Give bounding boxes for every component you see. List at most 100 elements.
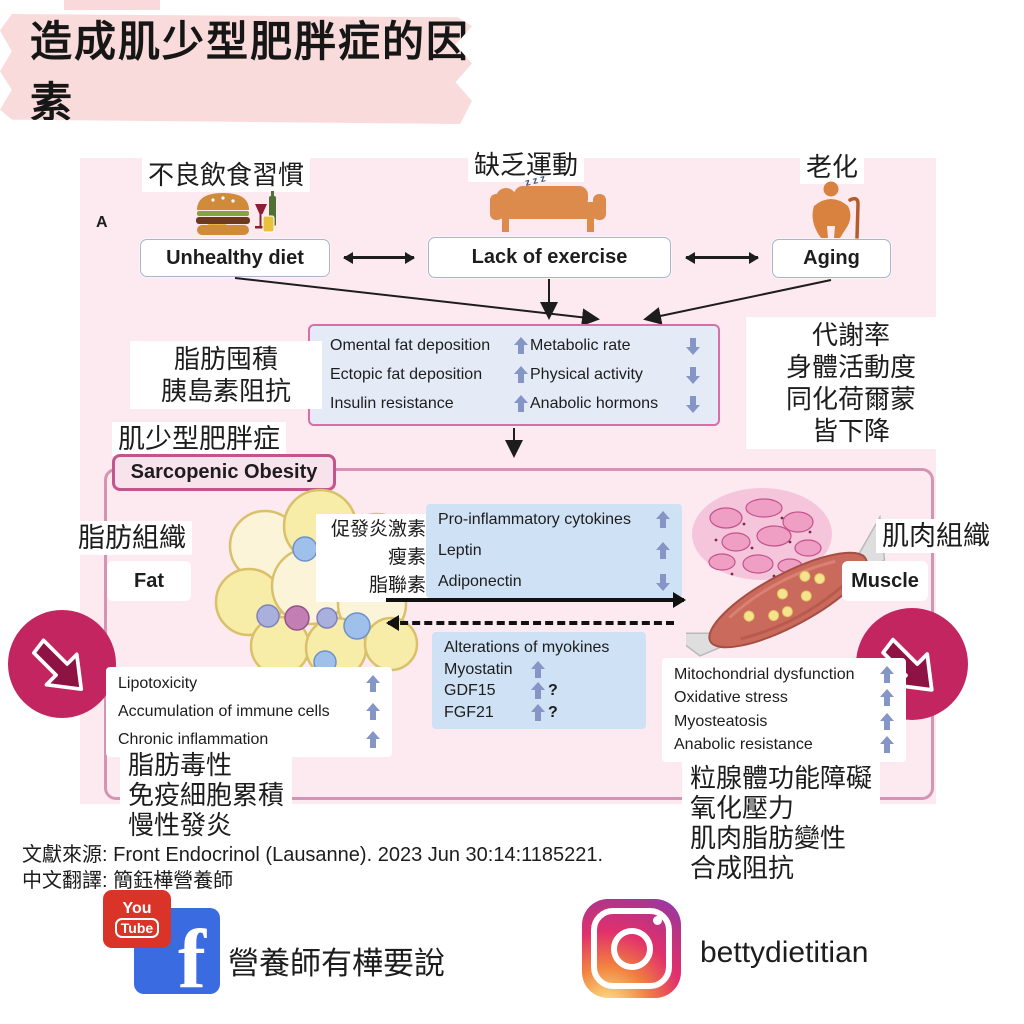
item-label: Leptin xyxy=(438,542,482,559)
trend-up-icon xyxy=(530,704,545,722)
trend-up-icon xyxy=(365,703,380,721)
note-line: 脂聯素 xyxy=(368,575,426,596)
instagram-icon[interactable] xyxy=(582,899,681,998)
fat-zh-label: 脂肪組織 xyxy=(72,521,192,555)
list-item: Omental fat deposition xyxy=(330,337,528,355)
muscle-illustration xyxy=(686,488,886,657)
item-label: Accumulation of immune cells xyxy=(118,703,330,720)
muscle-box: Muscle xyxy=(842,561,928,601)
panel-letter: A xyxy=(96,214,108,231)
trend-down-icon xyxy=(685,337,700,355)
youtube-icon[interactable]: You Tube xyxy=(103,890,171,948)
muscle-effects-zh: 粒腺體功能障礙 氧化壓力 肌肉脂肪變性 合成阻抗 xyxy=(682,761,881,885)
fat-box: Fat xyxy=(107,561,191,601)
sarcopenic-obesity-tag: Sarcopenic Obesity xyxy=(112,454,336,491)
trend-up-icon xyxy=(655,511,670,529)
note-line: 氧化壓力 xyxy=(690,793,795,823)
fat-effects-zh: 脂肪毒性 免疫細胞累積 慢性發炎 xyxy=(120,748,293,842)
aging-box: Aging xyxy=(772,239,891,278)
trend-up-icon xyxy=(365,675,380,693)
diet-zh-label: 不良飲食習慣 xyxy=(142,158,311,192)
item-label: Adiponectin xyxy=(438,573,522,590)
muscle-to-fat-dashed-arrow xyxy=(386,615,674,631)
myokines-title-row: Alterations of myokines xyxy=(444,639,634,657)
youtube-wordmark-bottom: Tube xyxy=(114,918,160,938)
note-line: 合成阻抗 xyxy=(690,853,795,883)
note-line: 同化荷爾蒙 xyxy=(785,384,916,414)
item-label: Chronic inflammation xyxy=(118,731,269,748)
list-item: Anabolic hormons xyxy=(530,395,700,413)
note-line: 慢性發炎 xyxy=(128,810,233,840)
translator-credit: 中文翻譯: 簡鈺樺營養師 xyxy=(22,870,234,892)
aging-label: Aging xyxy=(803,247,860,269)
note-line: 促發炎激素 xyxy=(330,519,426,540)
note-line: 肌肉脂肪變性 xyxy=(690,823,847,853)
uncertainty-mark: ? xyxy=(548,682,558,700)
adipokines-box: Pro-inflammatory cytokines Leptin Adipon… xyxy=(426,504,682,598)
list-item: Chronic inflammation xyxy=(118,731,380,749)
instagram-flash-dot xyxy=(653,916,662,925)
trend-down-icon xyxy=(685,395,700,413)
central-left-column: Omental fat deposition Ectopic fat depos… xyxy=(330,337,528,413)
item-label: Pro-inflammatory cytokines xyxy=(438,511,631,528)
note-line: 代謝率 xyxy=(811,320,890,350)
left-note: 脂肪囤積 胰島素阻抗 xyxy=(130,341,322,409)
magenta-arrow-badge-icon xyxy=(8,610,116,718)
list-item: Mitochondrial dysfunction xyxy=(674,666,894,684)
trend-up-icon xyxy=(879,736,894,754)
trend-up-icon xyxy=(879,689,894,707)
note-line: 身體活動度 xyxy=(785,352,916,382)
list-item: Myosteatosis xyxy=(674,713,894,731)
trend-down-icon xyxy=(685,366,700,384)
note-line: 免疫細胞累積 xyxy=(128,780,285,810)
item-label: Metabolic rate xyxy=(530,337,631,354)
adipokines-zh-label: 促發炎激素 瘦素 脂聯素 xyxy=(316,514,432,602)
list-item: Anabolic resistance xyxy=(674,736,894,754)
unhealthy-diet-box: Unhealthy diet xyxy=(140,239,330,277)
instagram-lens xyxy=(610,927,653,970)
elderly-cane-icon xyxy=(812,181,860,240)
list-item: Accumulation of immune cells xyxy=(118,703,380,721)
item-label: Myosteatosis xyxy=(674,712,768,730)
double-arrow-icon xyxy=(686,256,758,259)
tape-fragment xyxy=(64,0,160,10)
muscle-zh-label: 肌肉組織 xyxy=(876,519,996,553)
facebook-f-glyph: f xyxy=(178,913,206,994)
fat-to-muscle-arrow xyxy=(386,598,684,602)
item-label: Myostatin xyxy=(444,660,513,678)
fat-effects-box: Lipotoxicity Accumulation of immune cell… xyxy=(106,667,392,757)
note-line: 脂肪囤積 xyxy=(173,344,278,374)
trend-up-icon xyxy=(655,542,670,560)
trend-up-icon xyxy=(530,661,545,679)
muscle-label: Muscle xyxy=(851,569,919,592)
muscle-effects-box: Mitochondrial dysfunction Oxidative stre… xyxy=(662,658,906,762)
list-item: Leptin xyxy=(438,542,670,560)
item-label: Physical activity xyxy=(530,366,643,383)
item-label: Oxidative stress xyxy=(674,689,788,707)
note-line: 粒腺體功能障礙 xyxy=(690,763,873,793)
source-citation: 文獻來源: Front Endocrinol (Lausanne). 2023 … xyxy=(22,844,604,866)
list-item: Adiponectin xyxy=(438,573,670,591)
item-label: Anabolic hormons xyxy=(530,395,659,412)
list-item: Physical activity xyxy=(530,366,700,384)
sarcopenic-zh-label: 肌少型肥胖症 xyxy=(112,422,286,456)
list-item: Lipotoxicity xyxy=(118,675,380,693)
item-label: Ectopic fat deposition xyxy=(330,366,483,383)
trend-up-icon xyxy=(879,666,894,684)
item-label: Insulin resistance xyxy=(330,395,454,412)
instagram-handle[interactable]: bettydietitian xyxy=(700,936,869,969)
item-label: Omental fat deposition xyxy=(330,337,491,354)
note-line: 瘦素 xyxy=(387,547,426,568)
list-item: Metabolic rate xyxy=(530,337,700,355)
uncertainty-mark: ? xyxy=(548,703,558,721)
central-right-column: Metabolic rate Physical activity Anaboli… xyxy=(530,337,700,413)
note-line: 脂肪毒性 xyxy=(128,750,233,780)
list-item: Oxidative stress xyxy=(674,689,894,707)
sleep-zzz-text: z z z xyxy=(524,173,547,189)
fat-label: Fat xyxy=(134,569,164,592)
trend-up-icon xyxy=(513,366,528,384)
double-arrow-icon xyxy=(344,256,414,259)
channel-name[interactable]: 營養師有樺要說 xyxy=(228,946,445,981)
item-label: Lipotoxicity xyxy=(118,675,198,692)
exercise-zh-label: 缺乏運動 xyxy=(468,148,585,182)
